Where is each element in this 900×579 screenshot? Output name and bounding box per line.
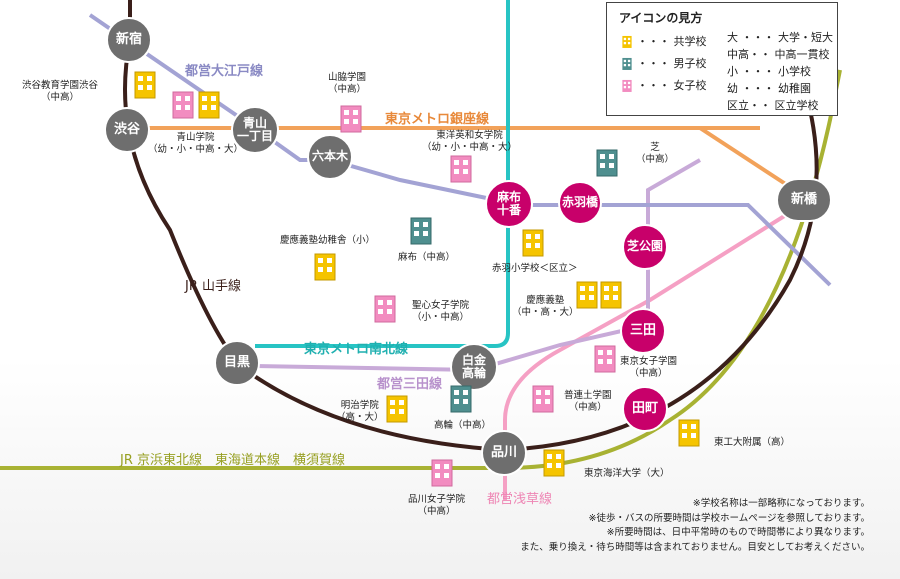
school-label: 普連土学園（中高） xyxy=(564,390,612,413)
school-label: 高輪（中高） xyxy=(434,420,492,431)
legend-abbr: 大 ・・・ 大学・短大 xyxy=(727,31,833,44)
line-label-mita: 都営三田線 xyxy=(377,377,443,392)
station-mita[interactable]: 三田 xyxy=(620,308,666,354)
school-label: 東京海洋大学（大） xyxy=(584,468,670,479)
station-meguro[interactable]: 目黒 xyxy=(214,340,260,386)
legend-abbr: 小 ・・・ 小学校 xyxy=(727,65,811,78)
station-shibakoen[interactable]: 芝公園 xyxy=(622,224,668,270)
yamanote-line xyxy=(123,0,819,453)
footnotes: ※学校名称は一部略称になっております。 ※徒歩・バスの所要時間は学校ホームページ… xyxy=(520,497,870,556)
girls-school-icon xyxy=(622,79,632,92)
station-shinagawa[interactable]: 品川 xyxy=(481,430,527,476)
station-shinbashi[interactable]: 新橋 xyxy=(776,178,832,222)
station-tamachi[interactable]: 田町 xyxy=(622,386,668,432)
station-shinjuku[interactable]: 新宿 xyxy=(106,17,152,63)
school-boys-icon[interactable] xyxy=(408,214,434,246)
school-girls-icon[interactable] xyxy=(448,152,474,184)
school-coed-icon[interactable] xyxy=(132,68,158,100)
footnote: ※学校名称は一部略称になっております。 xyxy=(692,498,870,509)
school-coed-icon[interactable] xyxy=(541,446,567,478)
school-girls-icon[interactable] xyxy=(338,102,364,134)
line-label-keihin: JR 京浜東北線 東海道本線 横須賀線 xyxy=(120,453,345,468)
footnote: ※徒歩・バスの所要時間は学校ホームページを参照しております。 xyxy=(588,512,870,524)
school-label: 東京女子学園（中高） xyxy=(620,356,678,379)
school-label: 山脇学園（中高） xyxy=(328,72,367,95)
station-shibuya[interactable]: 渋谷 xyxy=(104,107,150,153)
school-label: 慶應義塾（中・高・大） xyxy=(512,295,579,318)
school-label: 東洋英和女学院（幼・小・中高・大） xyxy=(422,130,518,153)
legend-girls: ・・・ 女子校 xyxy=(621,77,707,93)
school-coed-icon[interactable] xyxy=(676,416,702,448)
legend-abbr: 中高・・ 中高一貫校 xyxy=(727,48,830,61)
school-coed-icon[interactable] xyxy=(384,392,410,424)
legend-title: アイコンの見方 xyxy=(619,11,703,25)
boys-school-icon xyxy=(622,57,632,70)
legend-abbr: 幼 ・・・ 幼稚園 xyxy=(727,82,811,95)
school-label: 青山学院（幼・小・中高・大） xyxy=(148,132,244,155)
school-label: 聖心女子学院（小・中高） xyxy=(412,300,470,323)
school-coed-icon[interactable] xyxy=(520,226,546,258)
legend-box: アイコンの見方 ・・・ 共学校 ・・・ 男子校 ・・・ 女子校 大 ・・・ 大学… xyxy=(606,2,838,116)
school-girls-icon[interactable] xyxy=(429,456,455,488)
station-akabanebashi[interactable]: 赤羽橋 xyxy=(558,181,602,225)
school-coed-icon[interactable] xyxy=(196,88,222,120)
line-label-yamanote: JR 山手線 xyxy=(185,279,241,294)
legend-coed: ・・・ 共学校 xyxy=(621,33,707,49)
school-label: 品川女子学院（中高） xyxy=(408,494,466,517)
school-label: 東工大附属（高） xyxy=(714,437,791,448)
school-label: 芝（中高） xyxy=(636,142,675,165)
station-shirokane-takanawa[interactable]: 白金 高輪 xyxy=(450,343,498,391)
line-label-asakusa: 都営浅草線 xyxy=(487,492,553,507)
school-coed-icon[interactable] xyxy=(574,278,600,310)
school-girls-icon[interactable] xyxy=(530,382,556,414)
school-girls-icon[interactable] xyxy=(372,292,398,324)
school-girls-icon[interactable] xyxy=(170,88,196,120)
footnote: ※所要時間は、日中平常時のもので時間帯により異なります。 xyxy=(606,527,870,539)
school-girls-icon[interactable] xyxy=(592,342,618,374)
station-azabu-juban[interactable]: 麻布 十番 xyxy=(485,180,533,228)
namboku-line xyxy=(255,0,510,348)
school-label: 慶應義塾幼稚舎（小） xyxy=(280,235,376,246)
line-label-namboku: 東京メトロ南北線 xyxy=(304,342,409,357)
coed-school-icon xyxy=(622,35,632,48)
station-aoyama-itchome[interactable]: 青山 一丁目 xyxy=(231,106,279,154)
school-boys-icon[interactable] xyxy=(594,146,620,178)
school-label: 麻布（中高） xyxy=(398,252,456,263)
mita-line xyxy=(254,158,701,373)
school-coed-icon[interactable] xyxy=(312,250,338,282)
school-label: 明治学院（高・大） xyxy=(336,400,384,423)
station-roppongi[interactable]: 六本木 xyxy=(307,134,353,180)
school-boys-icon[interactable] xyxy=(448,382,474,414)
legend-abbr: 区立・・ 区立学校 xyxy=(727,99,819,112)
line-label-ginza: 東京メトロ銀座線 xyxy=(385,112,490,127)
school-coed-icon[interactable] xyxy=(598,278,624,310)
legend-boys: ・・・ 男子校 xyxy=(621,55,707,71)
footnote: また、乗り換え・待ち時間等は含まれておりません。目安としてお考えください。 xyxy=(520,542,870,554)
school-label: 赤羽小学校＜区立＞ xyxy=(492,263,578,274)
line-label-oedo: 都営大江戸線 xyxy=(185,64,264,79)
asakusa-line xyxy=(503,198,812,500)
school-label: 渋谷教育学園渋谷（中高） xyxy=(22,80,99,103)
